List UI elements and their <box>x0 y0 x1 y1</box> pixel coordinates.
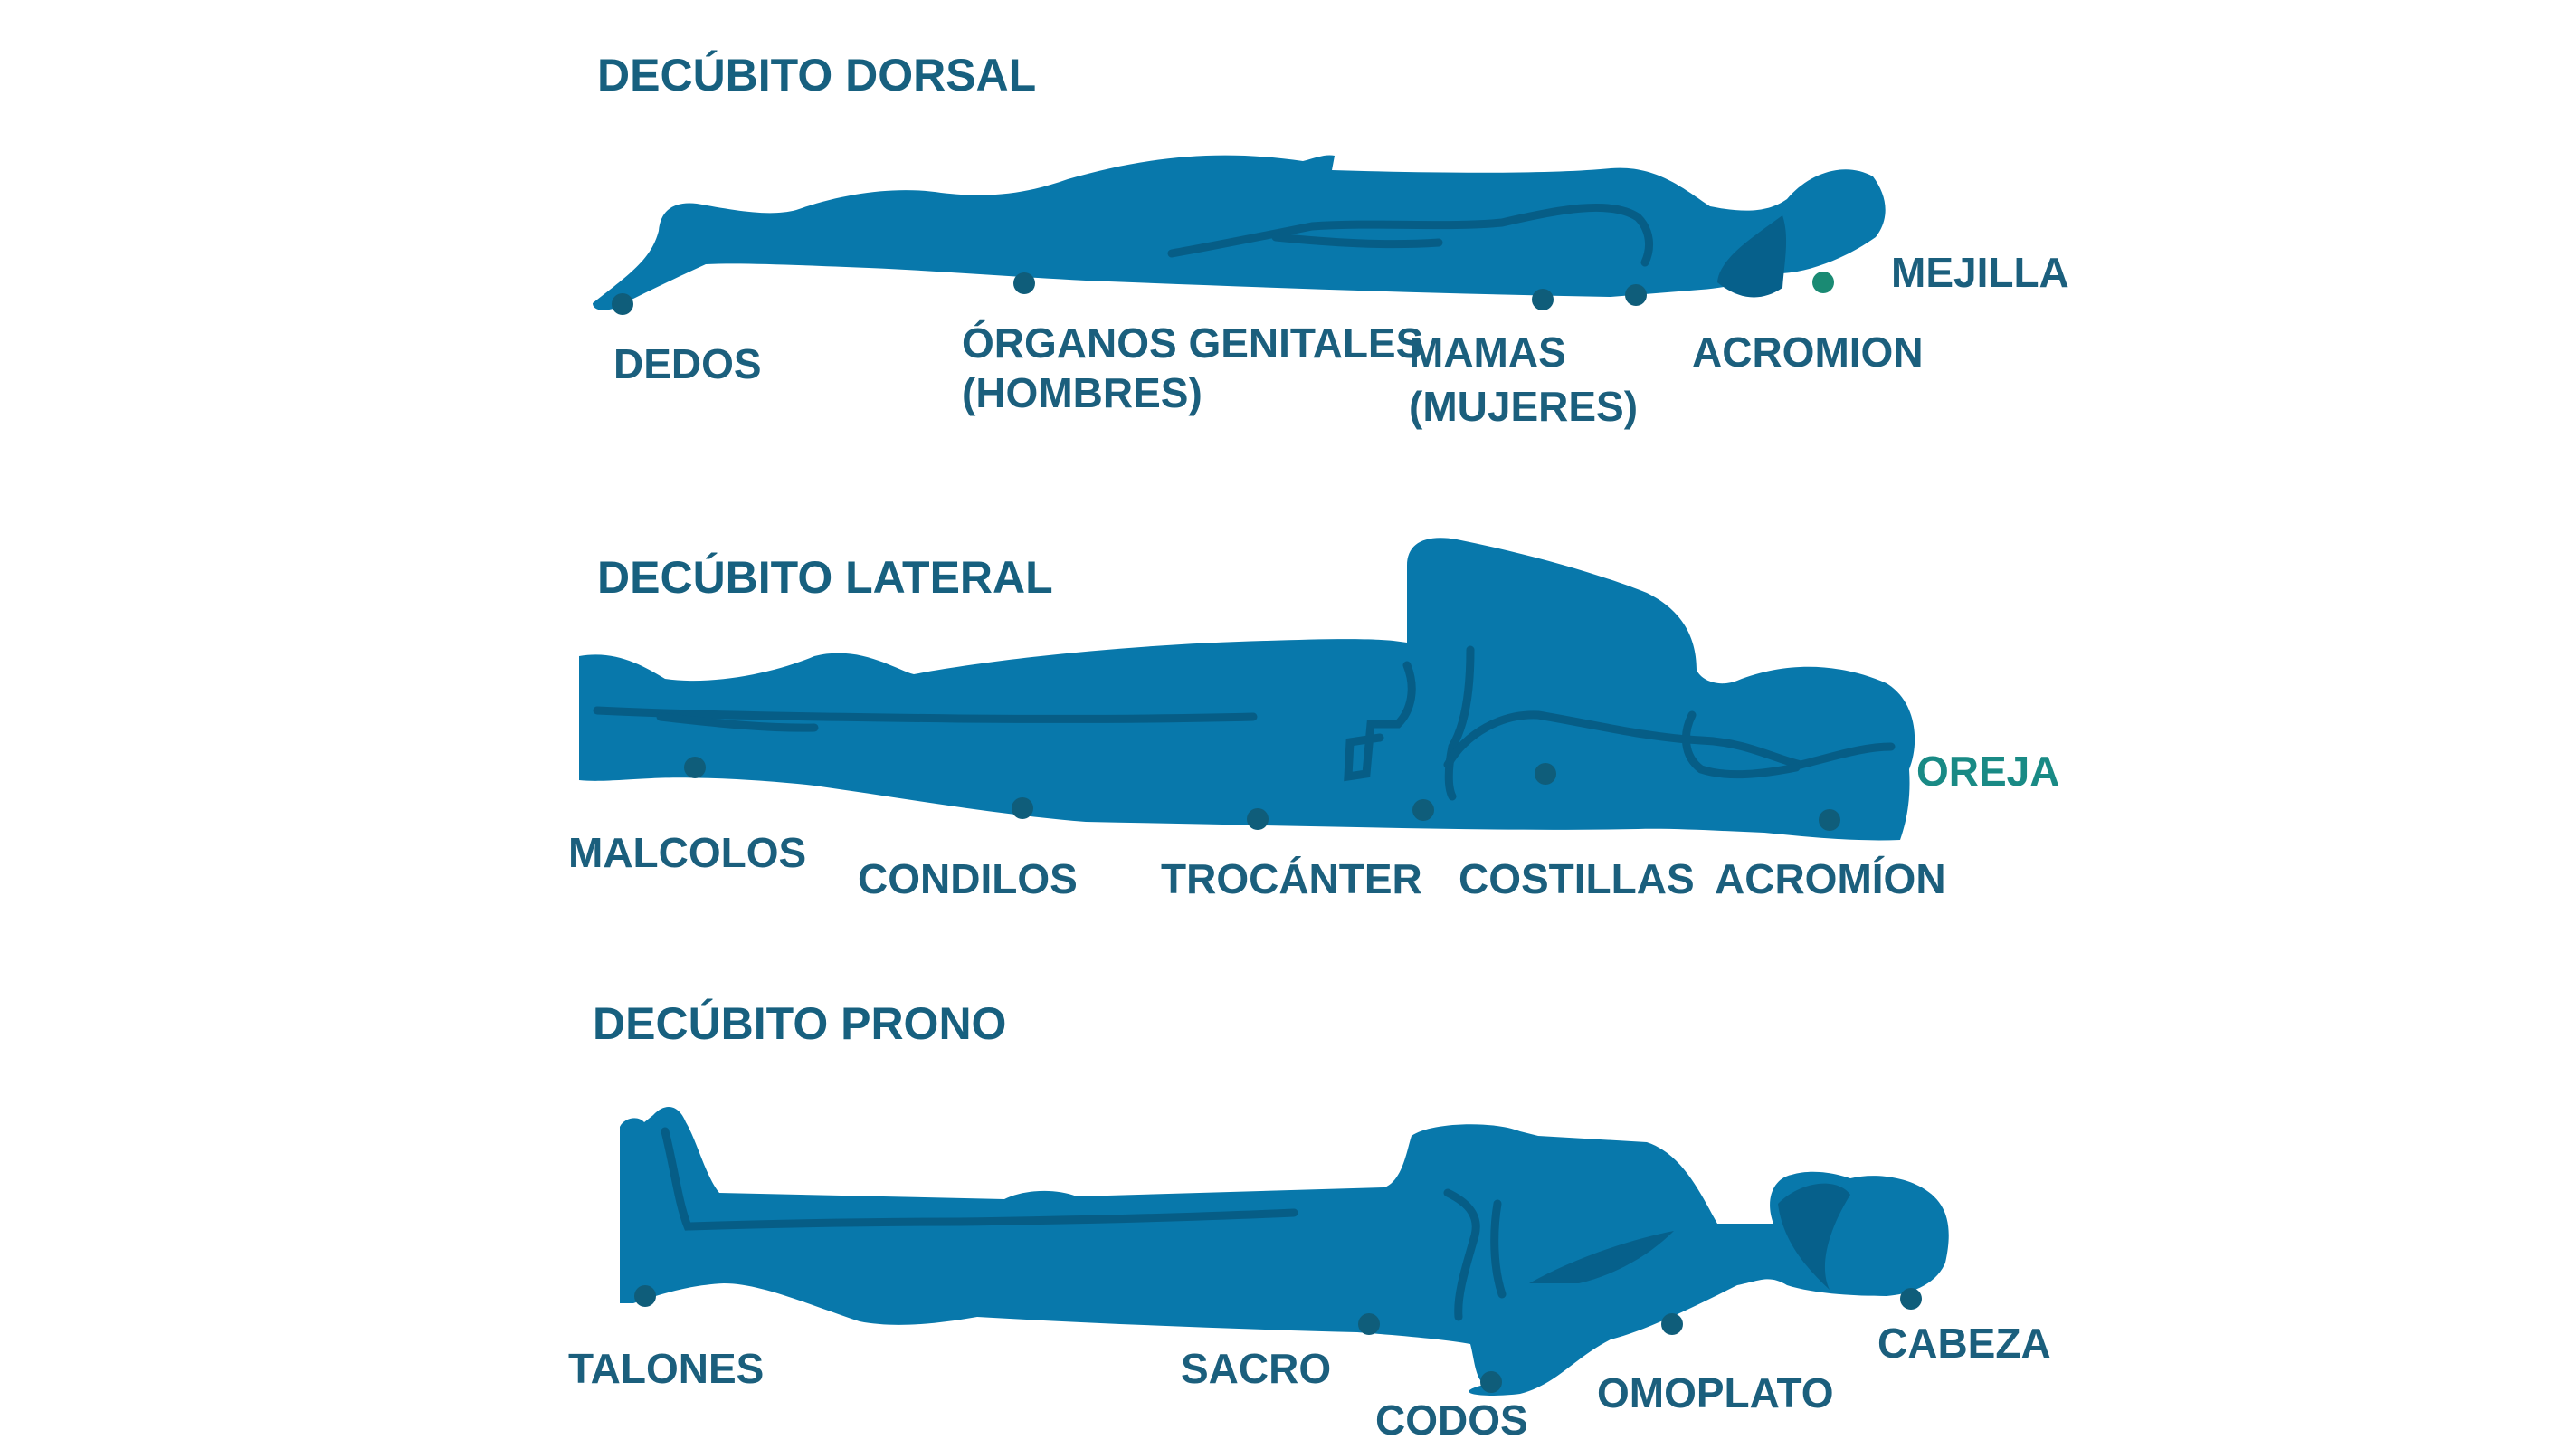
dorsal-arm-line <box>1167 203 1653 267</box>
label-sacro: SACRO <box>1181 1345 1331 1392</box>
dot-codos <box>1480 1371 1502 1393</box>
dot-talones <box>634 1285 656 1307</box>
label-cabeza: CABEZA <box>1877 1320 2051 1367</box>
label-omoplato: OMOPLATO <box>1597 1369 1834 1416</box>
label-oreja: OREJA <box>1916 748 2059 795</box>
lateral-arm-line-2 <box>1444 645 1475 801</box>
prono-head-shade <box>1778 1183 1850 1290</box>
prono-shoulder-shade <box>1529 1231 1674 1283</box>
dot-acromion <box>1625 284 1647 306</box>
panel-title-lateral: DECÚBITO LATERAL <box>597 552 1053 603</box>
label-mejilla: MEJILLA <box>1891 249 2069 296</box>
lateral-body-figure <box>579 538 1915 841</box>
dorsal-arm-line-2 <box>1271 233 1443 249</box>
label-costillas: COSTILLAS <box>1459 855 1695 902</box>
dot-organos-genitales <box>1013 272 1035 294</box>
dorsal-face-shade <box>1717 215 1787 298</box>
dot-costillas <box>1412 799 1434 821</box>
label-organos-hombres: (HOMBRES) <box>962 369 1202 416</box>
dot-trocanter <box>1247 808 1269 830</box>
dot-hip <box>1535 763 1556 785</box>
label-talones: TALONES <box>568 1345 764 1392</box>
label-codos: CODOS <box>1375 1397 1528 1444</box>
panel-title-prono: DECÚBITO PRONO <box>593 998 1006 1049</box>
panel-dorsal: DECÚBITO DORSAL DEDOS ÓRGANOS GENITALES … <box>593 50 2069 430</box>
dot-sacro <box>1358 1313 1380 1335</box>
dorsal-body-figure <box>593 155 1886 310</box>
panel-prono: DECÚBITO PRONO TALONES SACRO CODOS OMOPL… <box>568 998 2051 1444</box>
lateral-leg-line-2 <box>656 712 819 732</box>
prono-arm-line <box>1443 1188 1480 1321</box>
dot-cabeza <box>1900 1288 1922 1310</box>
label-acromion-lateral: ACROMÍON <box>1715 855 1946 902</box>
lateral-leg-line <box>593 706 1258 723</box>
label-malcolos: MALCOLOS <box>568 829 806 876</box>
prono-back-line <box>1490 1199 1507 1299</box>
label-acromion: ACROMION <box>1692 329 1924 376</box>
label-mamas-mujeres: (MUJERES) <box>1409 383 1638 430</box>
dot-dedos <box>612 293 633 315</box>
dot-malcolos <box>684 757 706 778</box>
label-condilos: CONDILOS <box>858 855 1078 902</box>
lateral-arm-line <box>1344 661 1416 782</box>
prono-body-figure <box>620 1106 1949 1396</box>
label-dedos: DEDOS <box>613 340 762 387</box>
dot-acromion-lateral <box>1819 809 1840 831</box>
label-organos-genitales: ÓRGANOS GENITALES <box>962 319 1423 367</box>
lateral-neck-line <box>1681 710 1801 779</box>
dot-omoplato <box>1661 1313 1683 1335</box>
dot-mamas <box>1532 289 1554 310</box>
panel-title-dorsal: DECÚBITO DORSAL <box>597 50 1036 100</box>
panel-lateral: DECÚBITO LATERAL MALCOLOS CONDILOS TROCÁ… <box>568 538 2059 902</box>
dot-condilos <box>1012 797 1033 819</box>
label-mamas: MAMAS <box>1409 329 1566 376</box>
label-trocanter: TROCÁNTER <box>1161 855 1422 902</box>
dot-mejilla <box>1812 272 1834 293</box>
prono-leg-line <box>661 1127 1298 1231</box>
